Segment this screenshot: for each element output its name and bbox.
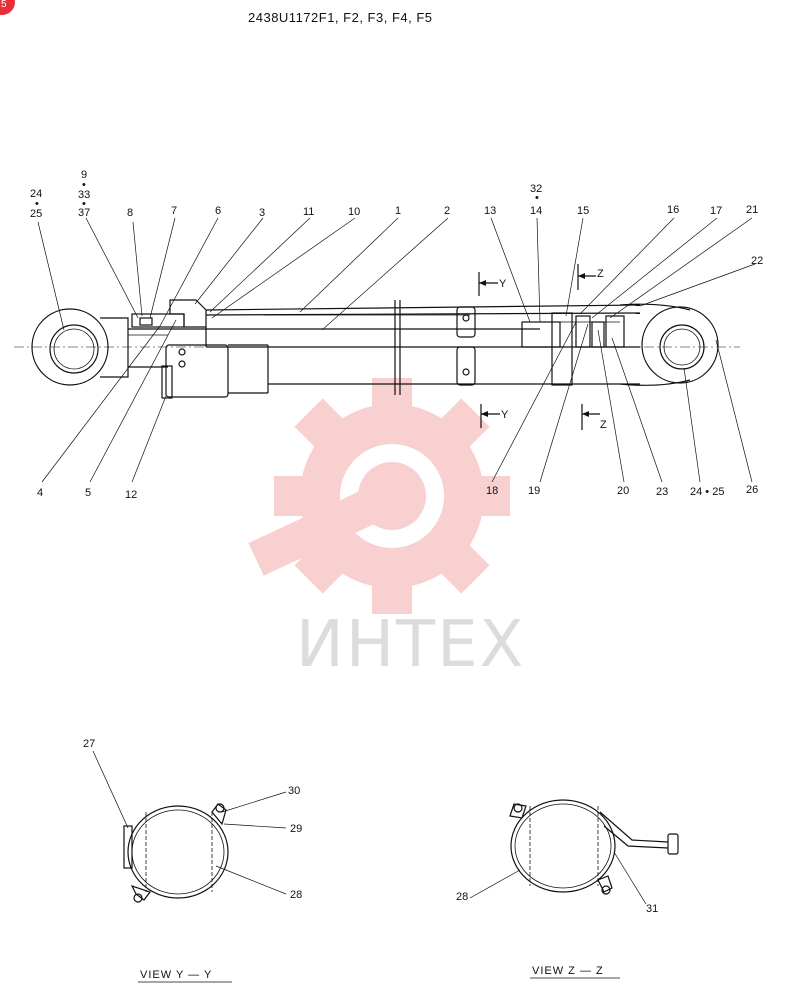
view-zz-label: VIEW Z — Z [532,965,604,977]
callout-7: 7 [171,205,177,217]
callout-25-left: 25 [30,208,42,220]
watermark-logo: ИНТЕХ [248,378,525,682]
callout-31: 31 [646,903,658,915]
callout-12: 12 [125,489,137,501]
callout-28-yy: 28 [290,889,302,901]
callout-21: 21 [746,204,758,216]
callout-32: 32 [530,183,542,195]
callout-16: 16 [667,204,679,216]
callout-24-25-right: 24 • 25 [690,486,724,498]
pipe-clamp-y [456,306,476,386]
piston [521,312,625,386]
callout-17: 17 [710,205,722,217]
piston-rod [128,328,540,368]
callout-11: 11 [303,206,314,218]
rod-end-eye [31,308,129,386]
callout-dot: • [535,192,539,204]
callout-dot: • [82,179,86,191]
section-y-label-bottom: Y [501,409,509,421]
section-mark-y-top: Y [478,272,507,296]
callout-37: 37 [78,207,90,219]
callout-27: 27 [83,738,95,750]
callout-14: 14 [530,205,542,217]
callout-1: 1 [395,205,401,217]
corner-badge-text: 5 [1,0,7,10]
view-z-z: 28 31 VIEW Z — Z [456,799,679,979]
callout-dot: • [35,198,39,210]
callout-13: 13 [484,205,496,217]
section-mark-z-bottom: Z [581,404,607,431]
callout-18: 18 [486,485,498,497]
callout-26: 26 [746,484,758,496]
callout-23: 23 [656,486,668,498]
cylinder-tube [205,300,641,395]
bottom-eye [619,303,719,386]
section-z-label-bottom: Z [600,419,607,431]
callout-19: 19 [528,485,540,497]
drawing-title: 2438U1172F1, F2, F3, F4, F5 [248,10,433,25]
callouts: 24 • 25 9 • 33 • 37 8 7 6 3 11 10 1 2 13… [30,169,763,501]
leader-lines [37,217,756,483]
callout-20: 20 [617,485,629,497]
callout-dot: • [82,198,86,210]
section-y-label-top: Y [499,278,507,290]
callout-22: 22 [751,255,763,267]
cylinder-assembly: Y Y Z Z [14,169,763,501]
callout-29: 29 [290,823,302,835]
callout-24-left: 24 [30,188,42,200]
callout-8: 8 [127,207,133,219]
callout-4: 4 [37,487,43,499]
callout-2: 2 [444,205,450,217]
callout-28-zz: 28 [456,891,468,903]
view-yy-label: VIEW Y — Y [140,969,212,981]
corner-badge[interactable]: 5 [0,0,15,15]
callout-3: 3 [259,207,265,219]
section-mark-y-bottom: Y [480,404,509,428]
callout-9: 9 [81,169,87,181]
view-y-y: 27 30 29 28 VIEW Y — Y [83,738,302,983]
watermark-text: ИНТЕХ [296,608,525,682]
callout-6: 6 [215,205,221,217]
callout-33: 33 [78,189,90,201]
section-mark-z-top: Z [577,264,604,290]
callout-30: 30 [288,785,300,797]
callout-10: 10 [348,206,360,218]
cylinder-head [131,299,269,399]
callout-5: 5 [85,487,91,499]
section-z-label-top: Z [597,268,604,280]
callout-15: 15 [577,205,589,217]
